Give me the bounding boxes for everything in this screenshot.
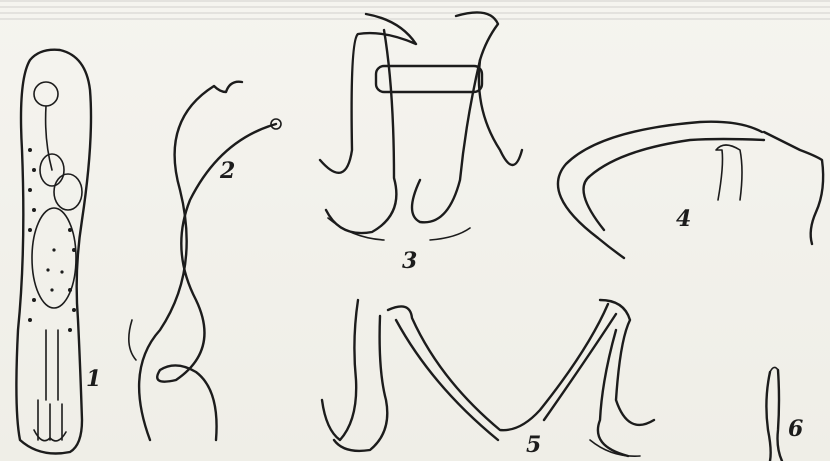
figure-label-6: 6 (788, 418, 803, 440)
figure-label-3: 3 (402, 250, 417, 272)
large-hook-drawing (558, 122, 823, 258)
spread-hooks-drawing (322, 300, 654, 456)
figure-label-2: 2 (220, 160, 235, 182)
figure-label-1: 1 (86, 368, 101, 390)
small-rod-drawing (766, 367, 782, 461)
anchor-pair-drawing (320, 12, 522, 240)
figure-label-4: 4 (676, 208, 691, 230)
worm-body-drawing (16, 50, 91, 454)
figure-label-5: 5 (526, 434, 541, 456)
filament-drawing (129, 82, 281, 440)
